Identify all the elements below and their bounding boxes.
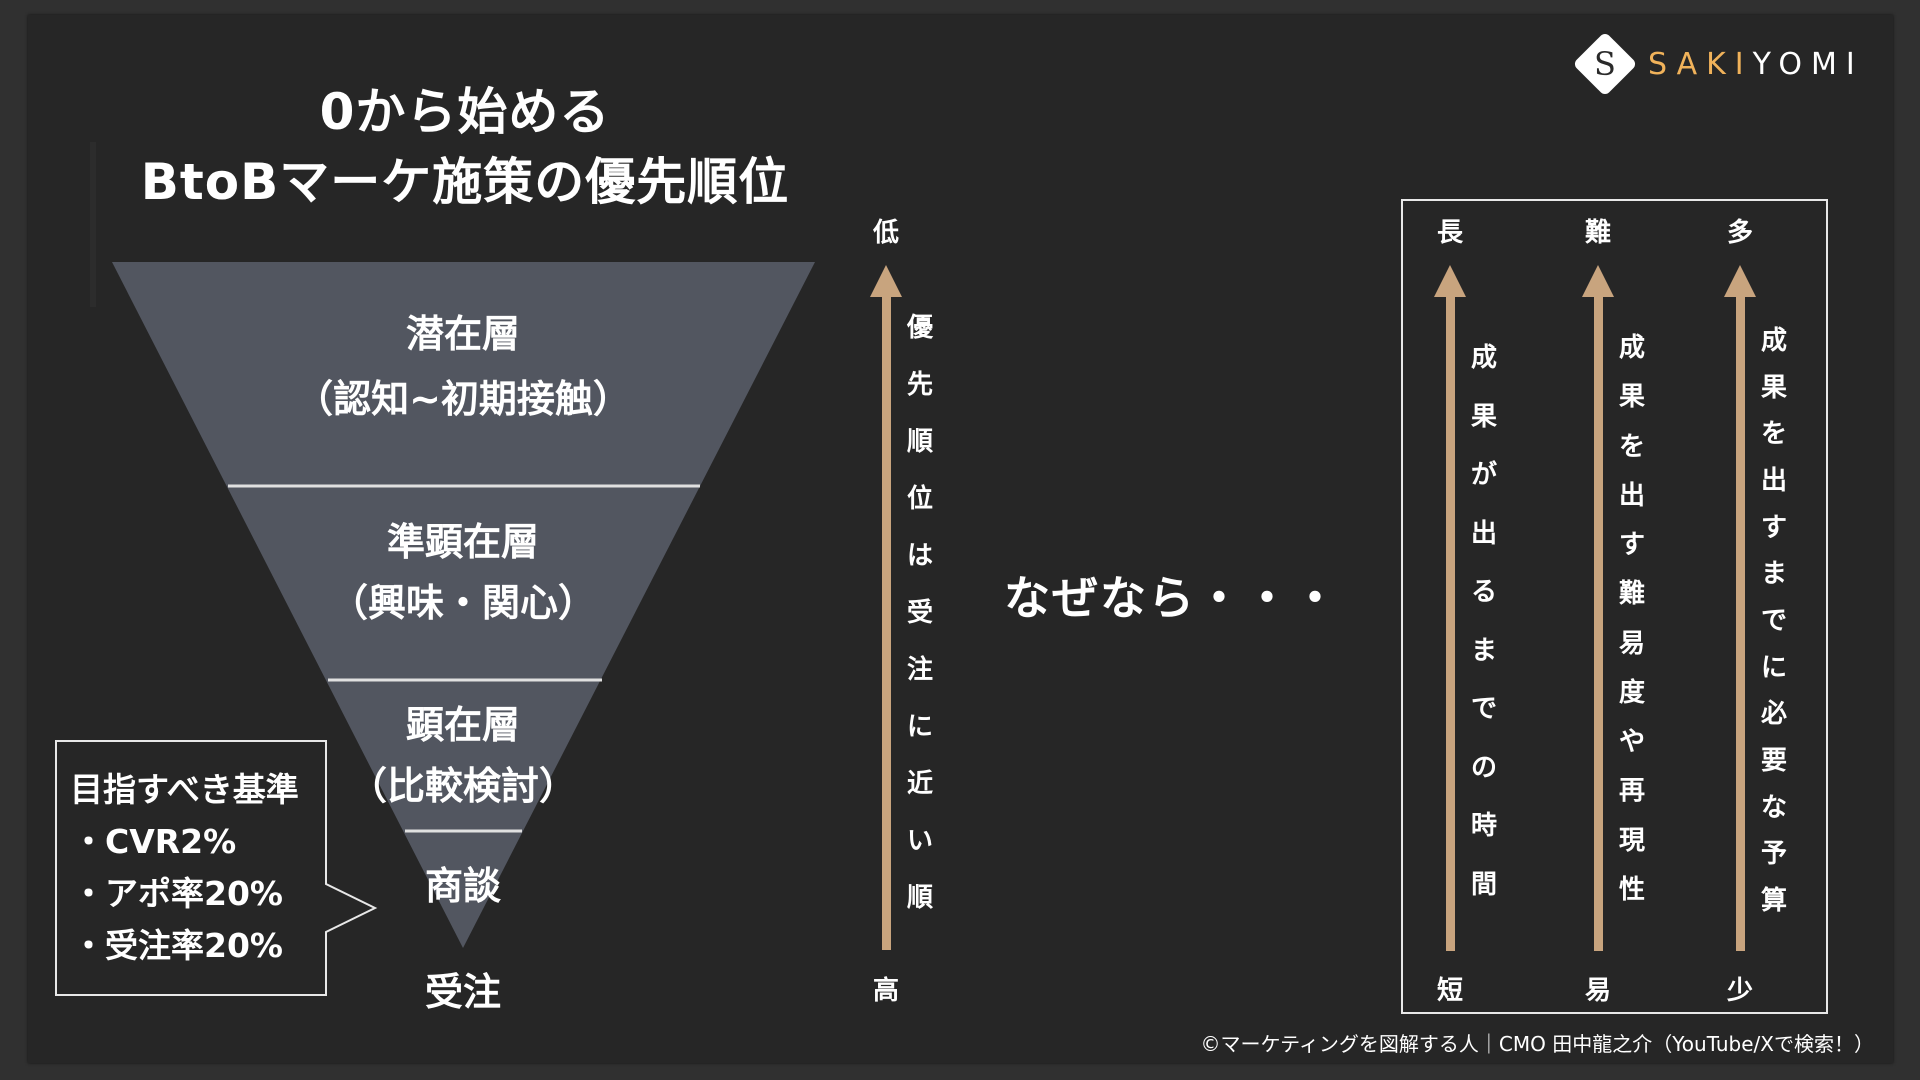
priority-char: 位 [906,484,934,514]
priority-char: 優 [906,313,934,343]
reason-1-char: ま [1470,635,1498,666]
funnel-layer-3-name: 顕在層 [405,703,521,747]
callout-item-order-rate: ・受注率20% [72,926,283,965]
reason-1-char: で [1470,694,1498,725]
priority-char: は [906,541,934,571]
reason-1-vertical-text: 成果が出るまでの時間 [1471,343,1497,900]
reason-arrow-1-icon [1434,265,1466,951]
reason-2-char: 現 [1618,825,1646,856]
reason-3-char: 要 [1760,745,1788,776]
funnel-layer-4-name: 商談 [424,864,502,908]
logo-wordmark: SAKIYOMI [1648,46,1864,82]
reason-2-char: 成 [1618,333,1646,363]
reason-1-char: 成 [1470,343,1498,373]
reason-1-char: 出 [1470,518,1498,549]
priority-arrow-icon [870,265,902,950]
reason-1-char: 果 [1470,401,1498,432]
reason-2-char: 出 [1618,480,1646,511]
page-title-line1: 0から始める [319,83,611,141]
funnel-layer-1-name: 潜在層 [405,312,521,356]
reasons-box [1401,199,1828,1014]
priority-char: 順 [906,883,934,913]
reason-3-char: 果 [1760,372,1788,403]
reason-2-char: 易 [1618,628,1646,659]
reason-2-vertical-text: 成果を出す難易度や再現性 [1619,333,1645,905]
callout-heading: 目指すべき基準 [70,770,299,809]
funnel-layer-1-detail: （認知~初期接触） [295,377,631,421]
reason-3-char: を [1760,419,1788,450]
page-title-line2: BtoBマーケ施策の優先順位 [140,153,790,211]
reason-3-char: 算 [1760,885,1788,916]
reason-3-char: す [1760,512,1788,543]
reason-2-top-label: 難 [1584,218,1612,248]
funnel-shape [112,262,815,948]
reason-3-char: ま [1760,559,1788,590]
priority-high-label: 高 [872,976,900,1006]
reason-2-char: す [1618,530,1646,561]
title-accent-bar [90,142,96,307]
reason-1-char: 時 [1470,811,1498,842]
reason-3-char: に [1760,652,1788,683]
reason-3-char: 必 [1760,699,1788,730]
reason-1-top-label: 長 [1436,218,1464,248]
reason-2-char: 再 [1618,776,1646,807]
priority-char: 先 [906,370,934,400]
reason-1-char: る [1470,577,1498,608]
reason-arrow-3-icon [1724,265,1756,951]
priority-vertical-text: 優先順位は受注に近い順 [907,313,933,913]
reason-2-char: や [1618,727,1646,758]
priority-char: 注 [906,655,934,685]
reason-3-bottom-label: 少 [1726,976,1754,1006]
priority-char: 順 [906,427,934,457]
reason-1-char: 間 [1470,869,1498,900]
reason-2-char: 性 [1618,874,1646,905]
reason-2-char: 度 [1618,677,1646,708]
reason-3-char: 成 [1760,326,1788,356]
reason-2-char: 果 [1618,382,1646,413]
reason-1-bottom-label: 短 [1436,976,1464,1006]
priority-char: い [906,826,934,856]
reason-1-char: の [1470,752,1498,783]
reason-1-char: が [1470,460,1498,491]
priority-char: に [906,712,934,742]
reason-3-top-label: 多 [1726,218,1754,248]
reason-3-char: 出 [1760,465,1788,496]
reason-2-char: を [1618,431,1646,462]
reason-3-char: 予 [1760,839,1788,870]
sakiyomi-logo: S SAKIYOMI [1572,31,1864,97]
callout-item-appointment-rate: ・アポ率20% [72,874,283,913]
priority-char: 近 [906,769,934,799]
priority-low-label: 低 [872,218,900,248]
funnel-layer-3-detail: （比較検討） [348,764,578,808]
reason-2-char: 難 [1618,579,1646,610]
funnel-layer-2-name: 準顕在層 [386,520,540,564]
callout-item-cvr: ・CVR2% [72,822,237,861]
because-text: なぜなら・・・ [1004,571,1340,625]
callout-box-outline [55,740,378,996]
funnel-outcome-label: 受注 [424,970,502,1014]
footer-credit: ©マーケティングを図解する人｜CMO 田中龍之介（YouTube/Xで検索！） [1200,1032,1875,1056]
funnel-layer-2-detail: （興味・関心） [329,581,597,625]
reason-3-char: で [1760,605,1788,636]
reason-2-bottom-label: 易 [1584,976,1612,1006]
priority-char: 受 [906,598,934,628]
reason-3-vertical-text: 成果を出すまでに必要な予算 [1761,326,1787,916]
reason-arrow-2-icon [1582,265,1614,951]
reason-3-char: な [1760,792,1788,823]
